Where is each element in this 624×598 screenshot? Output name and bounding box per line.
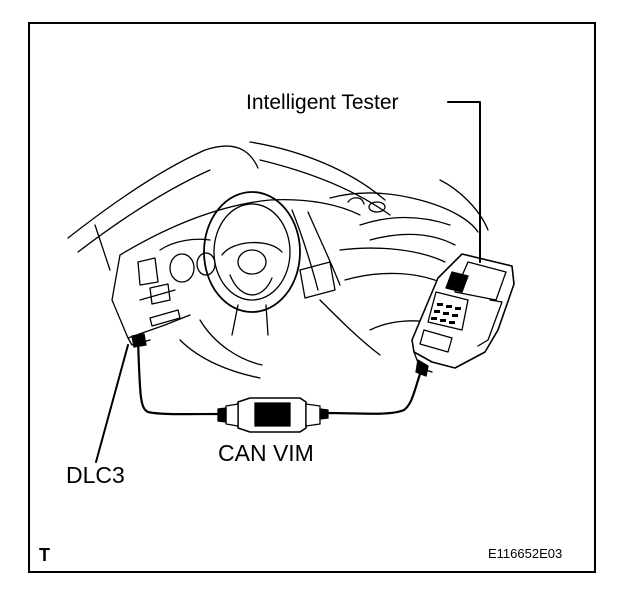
dlc3-leader-line: [95, 344, 129, 463]
intelligent-tester-label: Intelligent Tester: [246, 91, 399, 114]
intelligent-tester-device: [411, 253, 515, 377]
figure-code: E116652E03: [488, 546, 563, 561]
dlc3-cable: [136, 338, 220, 416]
can-vim-label: CAN VIM: [218, 440, 314, 466]
tester-cable: [324, 372, 422, 415]
dlc3-label: DLC3: [66, 462, 125, 488]
corner-mark: T: [39, 545, 50, 565]
can-vim-module: [217, 397, 329, 433]
dlc3-plug: [131, 333, 147, 348]
tester-leader-line: [447, 101, 481, 263]
dashboard-sketch: [67, 141, 489, 379]
